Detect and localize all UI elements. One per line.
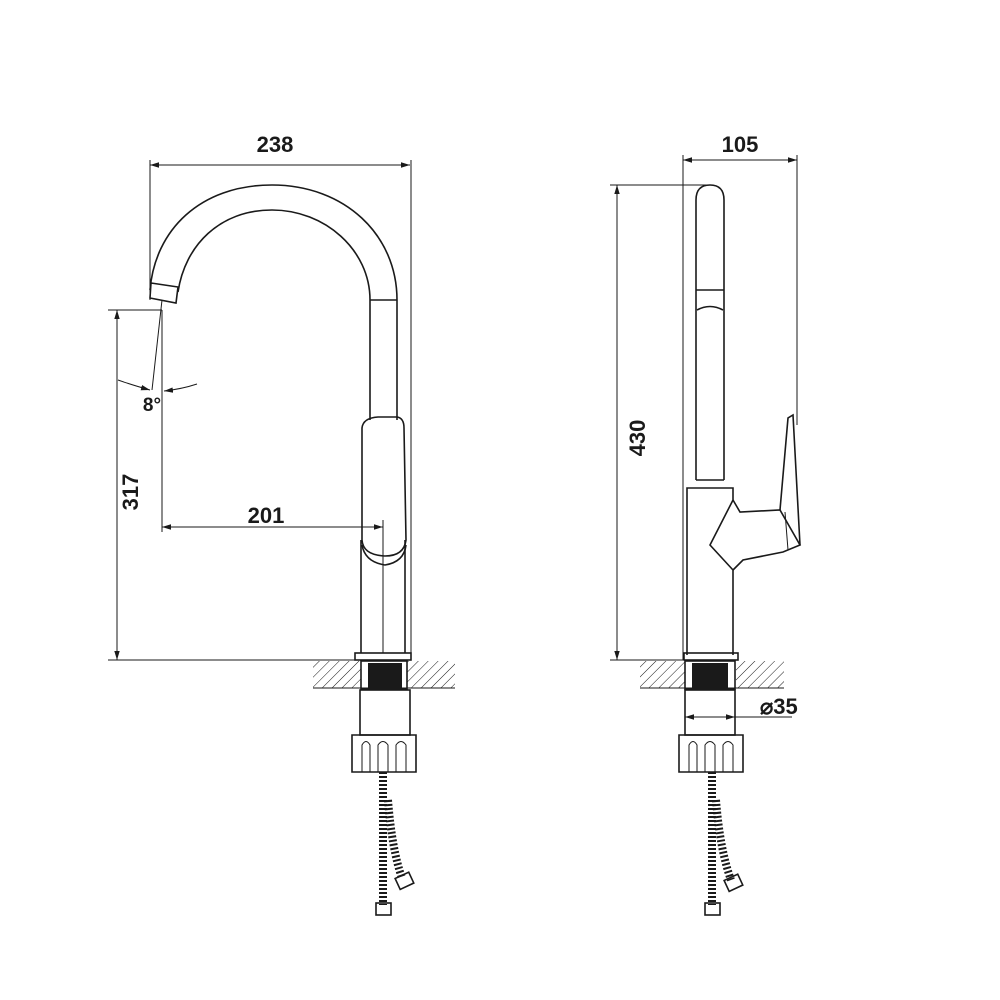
supply-hoses-front bbox=[704, 772, 744, 916]
faucet-body bbox=[354, 416, 412, 661]
faucet-body-front bbox=[683, 413, 802, 661]
supply-hoses bbox=[375, 772, 415, 916]
shank bbox=[359, 689, 411, 736]
dimension-height-317: 317 bbox=[108, 309, 355, 661]
shank-front bbox=[684, 689, 736, 736]
width-label: 238 bbox=[257, 132, 294, 157]
lever-base bbox=[732, 499, 802, 571]
dimension-width-238: 238 bbox=[149, 132, 412, 660]
diameter-label: ⌀35 bbox=[760, 694, 798, 719]
dimension-depth-105: 105 bbox=[682, 132, 798, 660]
spout-front bbox=[695, 184, 725, 481]
height-label-430: 430 bbox=[625, 420, 650, 457]
lever-handle-front bbox=[779, 413, 801, 546]
mounting-nut bbox=[351, 734, 417, 773]
countertop-mount-front bbox=[640, 660, 784, 916]
mounting-nut-front bbox=[678, 734, 744, 773]
dimension-diameter-35: ⌀35 bbox=[685, 694, 798, 720]
dimension-angle-8: 8° bbox=[117, 299, 198, 416]
depth-label: 105 bbox=[722, 132, 759, 157]
lever-handle bbox=[361, 416, 407, 557]
side-view: 238 317 8° bbox=[108, 132, 455, 916]
height-label: 317 bbox=[118, 474, 143, 511]
spout-tip bbox=[149, 282, 179, 304]
dimension-reach-201: 201 bbox=[161, 310, 383, 532]
angle-label: 8° bbox=[143, 395, 161, 416]
dimension-height-430: 430 bbox=[610, 184, 712, 661]
countertop-mount bbox=[313, 660, 455, 916]
spout bbox=[149, 184, 398, 420]
front-view: 105 430 bbox=[610, 132, 802, 916]
reach-label: 201 bbox=[248, 503, 285, 528]
